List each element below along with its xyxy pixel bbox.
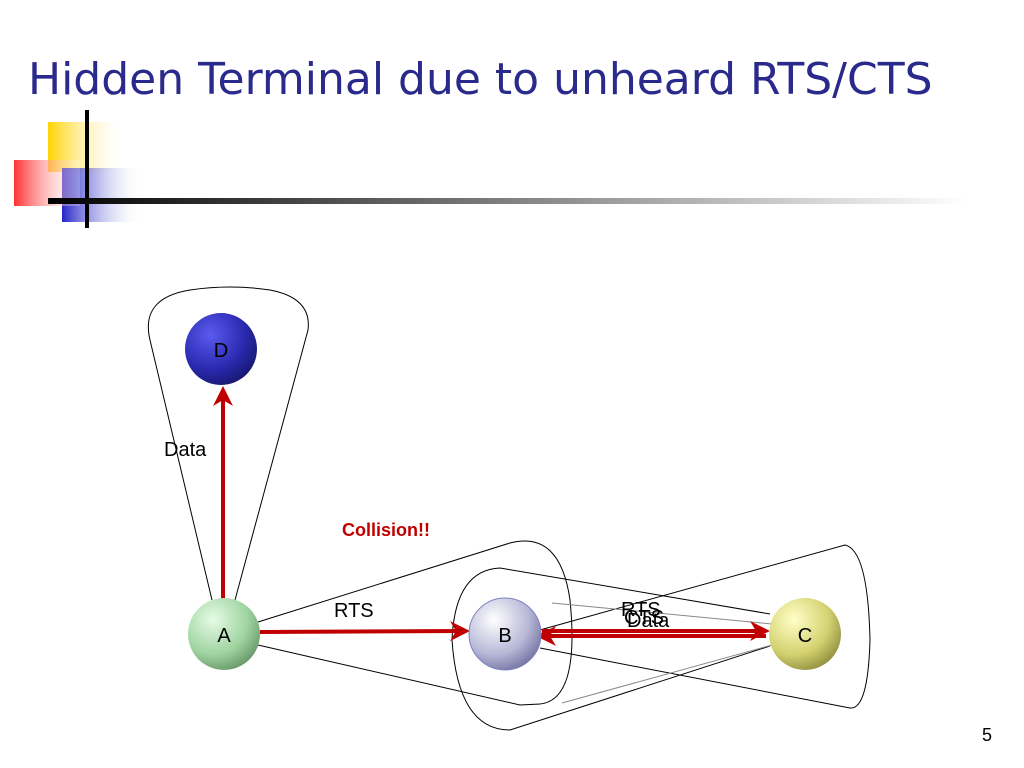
range-line-b-to-c-lower xyxy=(561,644,773,704)
edge-label-a-to-d: Data xyxy=(164,439,207,461)
range-cone-d xyxy=(147,286,309,601)
range-cone-a-right xyxy=(257,540,573,706)
node-a-label: A xyxy=(217,625,231,647)
collision-annotation: Collision!! xyxy=(342,520,430,540)
edge-label-c-to-b-cts: CTS xyxy=(624,607,664,629)
node-c: C xyxy=(769,598,841,670)
range-cone-c xyxy=(539,544,871,709)
range-line-b-to-c-upper xyxy=(551,602,773,625)
slide-number: 5 xyxy=(981,725,992,745)
edge-label-a-to-b: RTS xyxy=(334,600,374,622)
arrow-a-to-b xyxy=(259,621,470,642)
slide-title: Hidden Terminal due to unheard RTS/CTS xyxy=(28,54,933,105)
node-a: A xyxy=(188,598,260,670)
node-d: D xyxy=(185,313,257,385)
deco-horizontal-line xyxy=(48,198,968,204)
edge-label-c-to-b-rts: RTS xyxy=(621,599,661,621)
deco-vertical-line xyxy=(85,110,89,228)
node-b: B xyxy=(468,597,542,671)
node-c-label: C xyxy=(798,625,812,647)
edge-label-c-to-b-data: Data xyxy=(627,610,670,632)
node-d-label: D xyxy=(214,340,228,362)
node-b-label: B xyxy=(498,625,511,647)
